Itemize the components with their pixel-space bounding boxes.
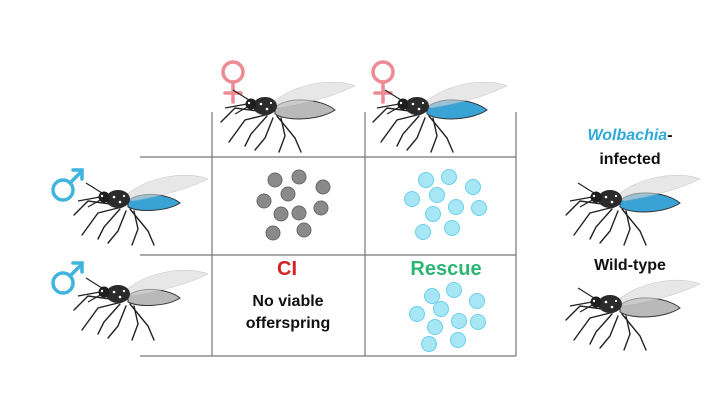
male-symbol-icon — [51, 168, 84, 202]
female-symbol-icon — [371, 60, 395, 104]
eggs-infected-cross — [404, 169, 487, 240]
wolbachia-hyphen: - — [667, 127, 673, 144]
wolbachia-word: Wolbachia — [587, 127, 668, 144]
mosquito-female-infected — [372, 81, 508, 153]
ci-label: CI — [277, 258, 297, 280]
eggs-wildtype-cross — [256, 169, 331, 241]
legend-infected-line1: Wolbachia- — [574, 124, 686, 148]
punnett-grid — [140, 112, 517, 357]
male-symbol-icon — [51, 261, 84, 295]
mosquito-male-infected — [73, 174, 209, 246]
eggs-rescue — [409, 282, 486, 352]
legend-wildtype-label: Wild-type — [594, 257, 666, 274]
rescue-label: Rescue — [410, 258, 482, 280]
no-viable-offspring-label: No viable offerspring — [230, 291, 346, 335]
no-viable-line1: No viable — [252, 293, 324, 310]
mosquito-male-wildtype — [73, 269, 209, 341]
legend-mosquito-wildtype — [565, 279, 701, 351]
legend-mosquito-infected — [565, 174, 701, 246]
legend-infected-label: Wolbachia- infected — [574, 124, 686, 172]
mosquito-female-wildtype — [220, 81, 356, 153]
female-symbol-icon — [221, 60, 245, 104]
legend-infected-line2: infected — [599, 151, 661, 168]
no-viable-line2: offerspring — [245, 315, 331, 332]
